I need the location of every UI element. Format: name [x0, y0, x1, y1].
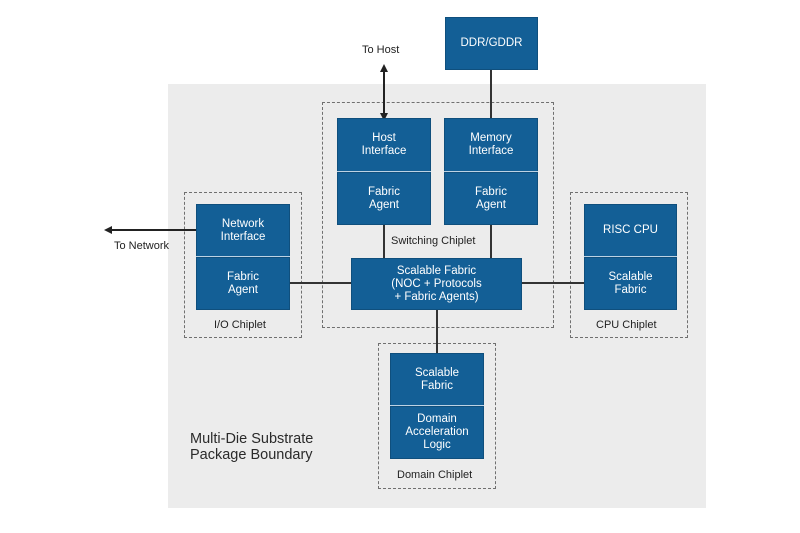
domain-chiplet-label: Domain Chiplet	[397, 469, 473, 481]
io-fabric-agent-block: Fabric Agent	[196, 257, 290, 310]
io-block-divider	[196, 256, 290, 257]
ddr-gddr-memory: DDR/GDDR	[445, 17, 538, 70]
host-block-divider	[337, 171, 431, 172]
network-interface-block: Network Interface	[196, 204, 290, 257]
switching-chiplet-label: Switching Chiplet	[391, 235, 476, 247]
domain-acceleration-logic-block: Domain Acceleration Logic	[390, 406, 484, 459]
cpu-block-divider	[584, 256, 677, 257]
to-network-label: To Network	[114, 240, 170, 252]
switching-scalable-fabric-block: Scalable Fabric (NOC + Protocols + Fabri…	[351, 258, 522, 310]
host-interface-block: Host Interface	[337, 118, 431, 172]
domain-scalable-fabric-block: Scalable Fabric	[390, 353, 484, 406]
memory-fabric-agent-block: Fabric Agent	[444, 172, 538, 225]
memory-interface-block: Memory Interface	[444, 118, 538, 172]
host-fabric-agent-block: Fabric Agent	[337, 172, 431, 225]
to-host-label: To Host	[362, 44, 400, 56]
cpu-chiplet-boundary	[570, 192, 688, 338]
cpu-chiplet-label: CPU Chiplet	[596, 319, 657, 331]
memory-block-divider	[444, 171, 538, 172]
io-chiplet-label: I/O Chiplet	[214, 319, 266, 331]
substrate-package-label: Multi-Die Substrate Package Boundary	[190, 431, 314, 463]
domain-block-divider	[390, 405, 484, 406]
risc-cpu-block: RISC CPU	[584, 204, 677, 257]
io-chiplet-boundary	[184, 192, 302, 338]
cpu-scalable-fabric-block: Scalable Fabric	[584, 257, 677, 310]
